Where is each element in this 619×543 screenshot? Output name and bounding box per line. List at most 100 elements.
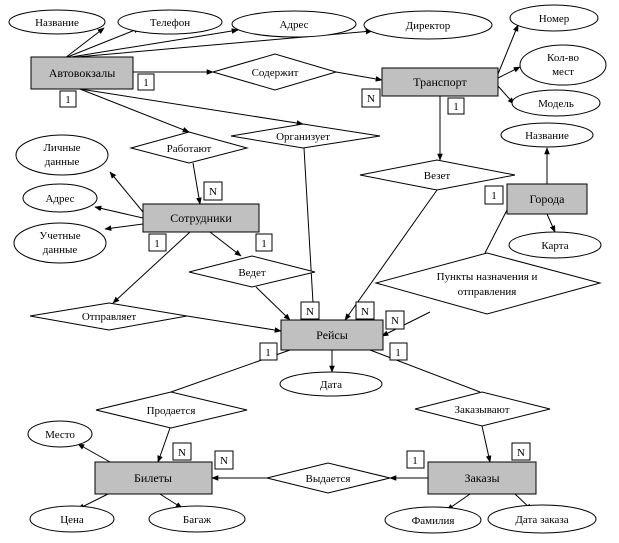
rel-vedet-label: Ведет (238, 267, 266, 279)
attr-lichnye-label-line1: Личные (43, 142, 80, 154)
attr-nazvanie-vokzal-label: Название (35, 17, 79, 29)
rel-zakazyvayut-label: Заказывают (455, 404, 510, 416)
card-vokzal-rabotayut: 1 (59, 90, 77, 108)
card-bilety-prodaetsya-label: N (178, 447, 186, 459)
card-reisy-bottom-right-label: 1 (395, 347, 401, 359)
rel-punkty-label-line2: отправления (458, 286, 517, 298)
attributes: Название Телефон Адрес Директор Номер Ко… (8, 4, 607, 534)
card-vokzal-soderzhit: 1 (137, 73, 155, 91)
edge-punkty-reisy (381, 311, 431, 337)
edge-goroda-karta (546, 213, 556, 233)
rel-zakazyvayut: Заказывают (414, 391, 551, 427)
attr-nazvanie-gorod-label: Название (525, 130, 569, 142)
attr-uchetnye-label-line2: данные (43, 244, 78, 256)
attr-lichnye-label-line2: данные (45, 156, 80, 168)
card-zakazy-vydaetsya-label: 1 (412, 455, 418, 467)
rel-organizuet: Организует (230, 123, 381, 149)
edge-sotr-uchetnye (104, 223, 144, 231)
card-zakazy-vydaetsya: 1 (406, 450, 425, 469)
card-sotrudniki-otpravlyaet: 1 (148, 233, 167, 252)
edge-reisy-zakazyvayut (369, 349, 481, 393)
rel-soderzhit-label: Содержит (252, 67, 299, 79)
card-bilety-vydaetsya-label: N (220, 455, 228, 467)
rel-organizuet-label: Организует (276, 131, 330, 143)
entity-avtovokzaly: Автовокзалы (30, 56, 134, 90)
attr-nazvanie-vokzal: Название (8, 9, 106, 35)
attr-direktor: Директор (363, 10, 493, 40)
card-sotrudniki-vedet-label: 1 (261, 238, 267, 250)
entity-zakazy: Заказы (427, 461, 537, 495)
card-transport-vezet-label: 1 (453, 101, 459, 113)
card-reisy-bottom-left-label: 1 (265, 347, 271, 359)
entity-goroda: Города (506, 183, 588, 215)
rel-soderzhit: Содержит (211, 53, 338, 91)
card-reisy-top-left: N (300, 301, 320, 320)
attr-kolvo-label-line2: мест (552, 66, 574, 78)
card-reisy-bottom-right: 1 (389, 342, 408, 361)
attr-nomer: Номер (509, 4, 599, 32)
attr-uchetnye-label-line1: Учетные (39, 230, 80, 242)
edge-organizuet-reisy (303, 147, 317, 321)
attr-cena: Цена (29, 505, 115, 533)
edge-goroda-punkty (484, 209, 508, 254)
edge-vokzal-telefon (64, 27, 141, 59)
edge-sotr-otpravlyaet (112, 231, 191, 304)
attr-telefon-label: Телефон (150, 17, 190, 29)
attr-data: Дата (279, 371, 383, 397)
entity-reisy-label: Рейсы (316, 328, 348, 342)
edge-sotr-lichnye (109, 171, 144, 213)
attr-lichnye: Личные данные (15, 134, 109, 176)
edge-otpravlyaet-reisy (186, 315, 282, 333)
card-reisy-top-left-label: N (306, 306, 314, 318)
card-reisy-top-mid: N (355, 301, 375, 320)
attr-adres-vokzal-label: Адрес (279, 19, 308, 31)
entity-reisy: Рейсы (280, 319, 384, 351)
edge-prodaetsya-bilety (157, 427, 171, 463)
edge-sotr-vedet (209, 231, 242, 257)
card-vokzal-rabotayut-label: 1 (65, 94, 71, 106)
card-transport-vezet: 1 (447, 97, 465, 115)
attr-bagazh: Багаж (148, 505, 246, 533)
rel-vedet: Ведет (188, 255, 316, 288)
attr-adres-vokzal: Адрес (231, 10, 357, 38)
attr-karta: Карта (508, 231, 602, 259)
card-sotrudniki-rabotayut: N (203, 181, 223, 201)
attr-kolvo: Кол-во мест (519, 44, 607, 86)
edge-rabotayut-sotrudniki (192, 162, 202, 205)
entity-sotrudniki-label: Сотрудники (170, 211, 232, 225)
attr-kolvo-label-line1: Кол-во (547, 52, 579, 64)
attr-data-zakaza-label: Дата заказа (515, 514, 568, 526)
relationships: Содержит Работают Организует Везет Ведет… (29, 53, 602, 494)
edge-bilety-bagazh (159, 493, 183, 509)
attr-data-zakaza: Дата заказа (487, 504, 597, 534)
card-sotrudniki-rabotayut-label: N (209, 186, 217, 198)
attr-data-label: Дата (320, 379, 342, 391)
entity-bilety-label: Билеты (134, 471, 172, 485)
card-reisy-bottom-left: 1 (259, 342, 278, 361)
attr-familiya: Фамилия (384, 506, 482, 534)
edge-soderzhit-transport (335, 71, 383, 82)
rel-rabotayut-label: Работают (167, 143, 212, 155)
attr-adres-sotr-label: Адрес (45, 193, 74, 205)
attr-cena-label: Цена (60, 514, 84, 526)
attr-model: Модель (511, 89, 601, 117)
card-goroda-punkty: 1 (484, 185, 504, 205)
attr-karta-label: Карта (541, 240, 568, 252)
attr-uchetnye: Учетные данные (13, 222, 107, 264)
card-sotrudniki-vedet: 1 (255, 233, 273, 252)
attr-familiya-label: Фамилия (412, 515, 455, 527)
attr-bagazh-label: Багаж (183, 514, 212, 526)
entity-avtovokzaly-label: Автовокзалы (49, 66, 116, 80)
card-reisy-top-right: N (385, 310, 405, 330)
card-goroda-punkty-label: 1 (491, 190, 497, 202)
edge-transport-model (497, 85, 515, 105)
rel-vydaetsya: Выдается (266, 462, 391, 494)
card-bilety-prodaetsya: N (172, 442, 192, 461)
card-transport-soderzhit-label: N (367, 93, 375, 105)
edge-zakazyvayut-zakazy (481, 425, 492, 463)
attr-direktor-label: Директор (406, 20, 451, 32)
card-zakazy-zakazyvayut: N (511, 442, 531, 461)
rel-punkty: Пункты назначения и отправления (374, 252, 602, 315)
edge-bilety-mesto (77, 443, 111, 463)
